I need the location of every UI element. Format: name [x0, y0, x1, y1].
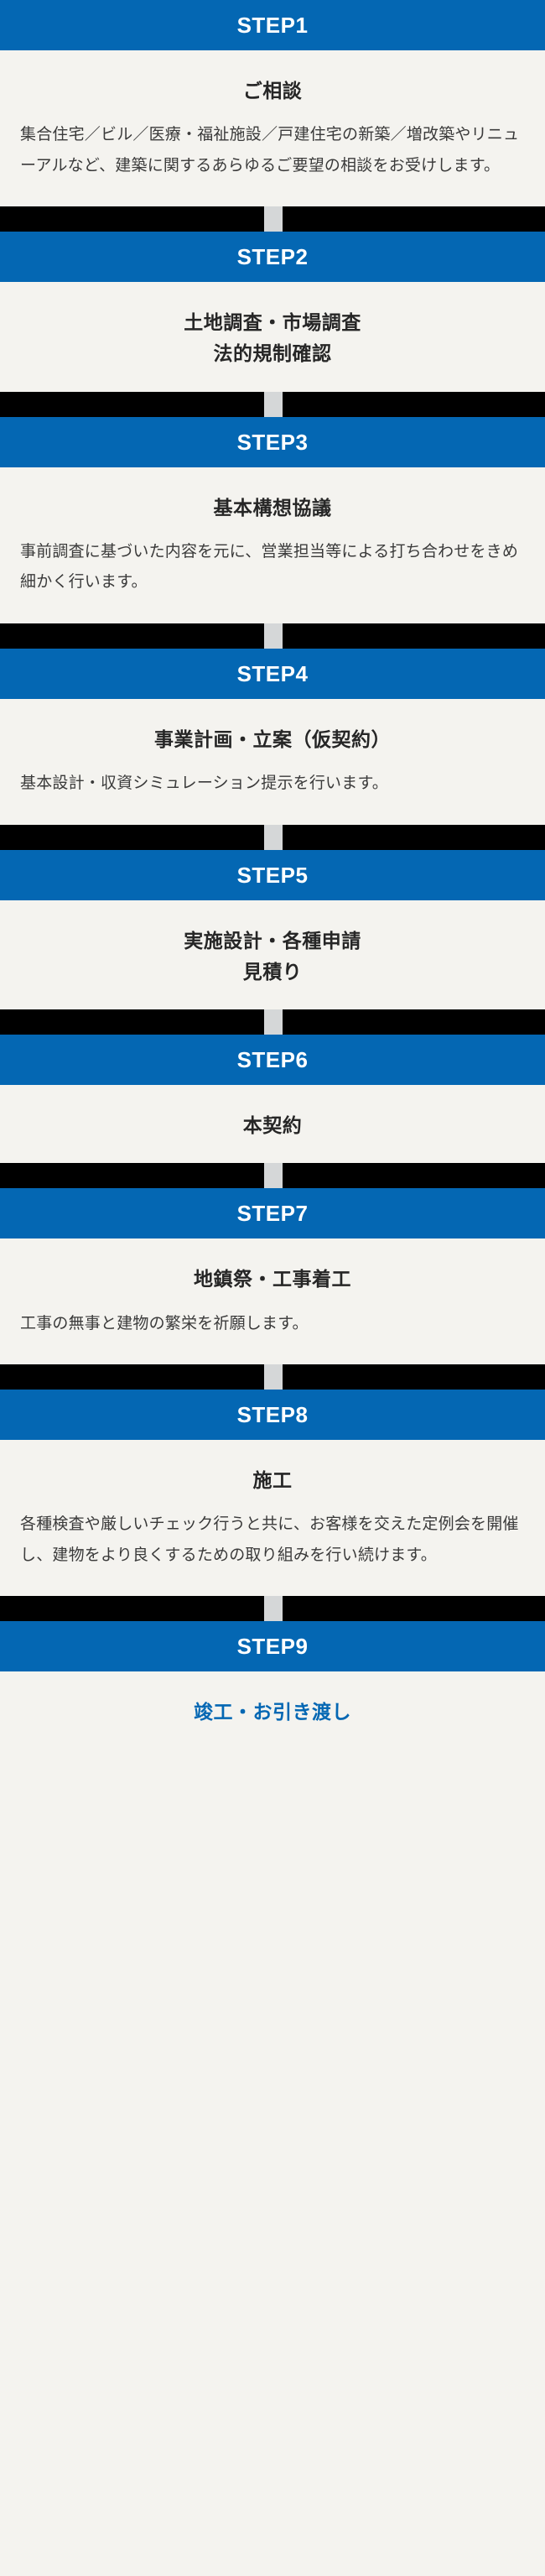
- step-title-5: 実施設計・各種申請見積り: [20, 926, 525, 988]
- step-connector-band: [0, 824, 545, 850]
- step-title-6: 本契約: [20, 1110, 525, 1141]
- step-title-2: 土地調査・市場調査法的規制確認: [20, 307, 525, 370]
- connector-notch-icon: [264, 1364, 283, 1390]
- step-body-6: 本契約: [0, 1085, 545, 1164]
- connector-notch-icon: [264, 1163, 283, 1189]
- step-connector-band: [0, 391, 545, 417]
- step-title-line: 基本構想協議: [213, 496, 332, 519]
- step-body-2: 土地調査・市場調査法的規制確認: [0, 282, 545, 392]
- step-body-3: 基本構想協議事前調査に基づいた内容を元に、営業担当等による打ち合わせをきめ細かく…: [0, 467, 545, 623]
- step-header-4: STEP4: [0, 648, 545, 699]
- step-header-7: STEP7: [0, 1188, 545, 1239]
- step-title-9: 竣工・お引き渡し: [20, 1697, 525, 1728]
- step-title-line: 実施設計・各種申請: [184, 929, 361, 952]
- step-block: STEP4 事業計画・立案（仮契約） 基本設計・収資シミュレーション提示を行います。: [0, 648, 545, 825]
- step-title-line: 法的規制確認: [213, 342, 332, 365]
- step-description-1: 集合住宅／ビル／医療・福祉施設／戸建住宅の新築／増改築やリニューアルなど、建築に…: [20, 126, 520, 175]
- step-title-line: 竣工・お引き渡し: [194, 1701, 351, 1723]
- step-header-3: STEP3: [0, 416, 545, 467]
- connector-notch-icon: [264, 391, 283, 417]
- step-header-6: STEP6: [0, 1035, 545, 1086]
- step-title-1: ご相談: [20, 76, 525, 107]
- step-header-2: STEP2: [0, 232, 545, 283]
- step-body-9: 竣工・お引き渡し: [0, 1671, 545, 1750]
- step-title-3: 基本構想協議: [20, 493, 525, 524]
- step-block: STEP5 実施設計・各種申請見積り: [0, 849, 545, 1010]
- step-body-1: ご相談集合住宅／ビル／医療・福祉施設／戸建住宅の新築／増改築やリニューアルなど、…: [0, 50, 545, 207]
- step-body-7: 地鎮祭・工事着工工事の無事と建物の繁栄を祈願します。: [0, 1238, 545, 1365]
- step-title-7: 地鎮祭・工事着工: [20, 1264, 525, 1295]
- step-block: STEP2 土地調査・市場調査法的規制確認: [0, 232, 545, 392]
- step-connector-band: [0, 623, 545, 649]
- connector-notch-icon: [264, 1596, 283, 1622]
- step-header-1: STEP1: [0, 0, 545, 50]
- step-body-4: 事業計画・立案（仮契約） 基本設計・収資シミュレーション提示を行います。: [0, 698, 545, 825]
- step-header-9: STEP9: [0, 1621, 545, 1672]
- step-title-4: 事業計画・立案（仮契約）: [20, 724, 525, 755]
- step-title-line: ご相談: [242, 80, 303, 102]
- step-description-7: 工事の無事と建物の繁栄を祈願します。: [20, 1314, 309, 1332]
- step-header-5: STEP5: [0, 849, 545, 900]
- step-description-8: 各種検査や厳しいチェック行うと共に、お客様を交えた定例会を開催し、建物をより良く…: [20, 1515, 519, 1564]
- step-description-4: 基本設計・収資シミュレーション提示を行います。: [20, 774, 388, 793]
- step-connector-band: [0, 1009, 545, 1035]
- step-title-line: 土地調査・市場調査: [184, 311, 361, 334]
- step-header-8: STEP8: [0, 1390, 545, 1441]
- step-body-8: 施工各種検査や厳しいチェック行うと共に、お客様を交えた定例会を開催し、建物をより…: [0, 1440, 545, 1597]
- step-block: STEP9 竣工・お引き渡し: [0, 1621, 545, 1750]
- connector-notch-icon: [264, 206, 283, 232]
- step-title-line: 見積り: [242, 960, 303, 983]
- connector-notch-icon: [264, 1009, 283, 1035]
- connector-notch-icon: [264, 824, 283, 850]
- step-connector-band: [0, 206, 545, 232]
- step-title-line: 本契約: [242, 1114, 303, 1137]
- step-title-8: 施工: [20, 1465, 525, 1496]
- step-block: STEP6 本契約: [0, 1035, 545, 1164]
- step-connector-band: [0, 1364, 545, 1390]
- step-body-5: 実施設計・各種申請見積り: [0, 900, 545, 1010]
- step-title-line: 地鎮祭・工事着工: [194, 1268, 351, 1291]
- connector-notch-icon: [264, 623, 283, 649]
- step-connector-band: [0, 1163, 545, 1189]
- step-title-line: 施工: [252, 1469, 293, 1492]
- step-description-3: 事前調査に基づいた内容を元に、営業担当等による打ち合わせをきめ細かく行います。: [20, 542, 519, 592]
- step-title-line: 事業計画・立案（仮契約）: [154, 727, 391, 750]
- step-connector-band: [0, 1596, 545, 1622]
